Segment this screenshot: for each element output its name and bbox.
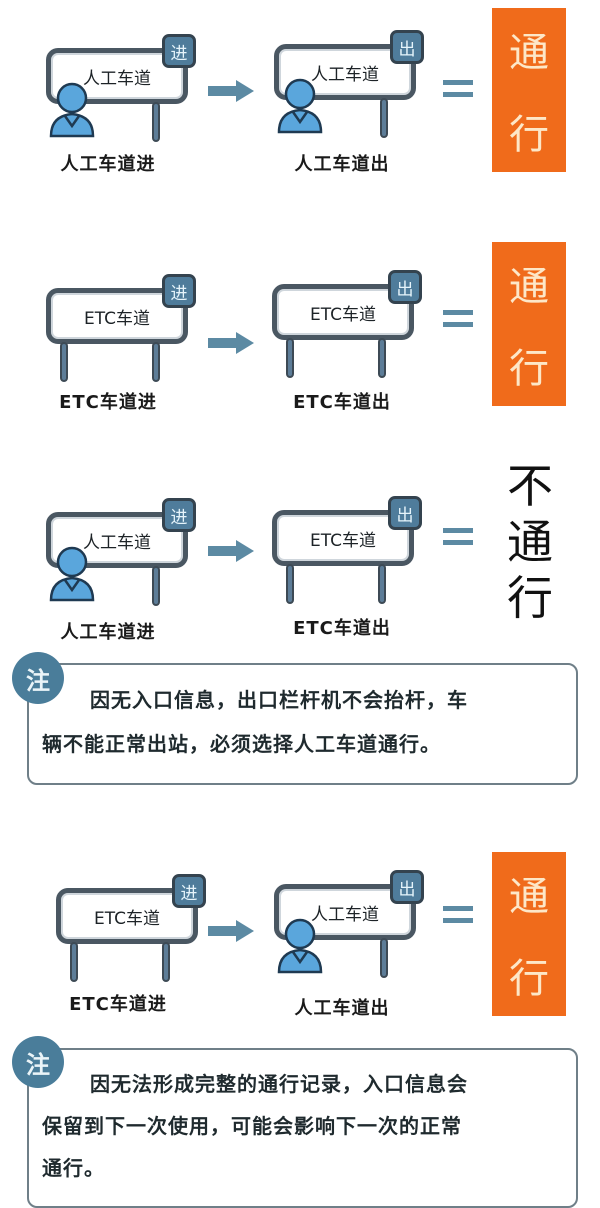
entry-sign-etc: ETC车道 进 — [46, 274, 196, 386]
exit-sign-etc: ETC车道 出 — [272, 496, 422, 608]
sign-pole — [380, 938, 388, 978]
sign-pole — [60, 342, 68, 382]
exit-sign-manual: 人工车道 出 — [274, 30, 424, 142]
note-icon: 注 — [12, 652, 64, 704]
sign-pole — [286, 338, 294, 378]
person-icon — [49, 546, 95, 602]
exit-sign-etc: ETC车道 出 — [272, 270, 422, 382]
result-pass: 通 行 — [492, 8, 566, 172]
sign-pole — [152, 566, 160, 606]
exit-badge: 出 — [388, 270, 422, 304]
result-char: 行 — [509, 112, 549, 158]
arrow-right-icon — [208, 332, 254, 354]
entry-badge: 进 — [162, 274, 196, 308]
sign-pole — [162, 942, 170, 982]
sign-text: ETC车道 — [310, 530, 376, 551]
person-icon — [277, 78, 323, 134]
note-box — [27, 663, 578, 785]
sign-pole — [378, 564, 386, 604]
arrow-right-icon — [208, 920, 254, 942]
sign-text: ETC车道 — [310, 304, 376, 325]
sign-text: 人工车道 — [83, 68, 151, 89]
sign-text: 人工车道 — [83, 532, 151, 553]
sign-text: ETC车道 — [84, 308, 150, 329]
exit-caption: ETC车道出 — [293, 392, 391, 413]
equals-sign — [443, 80, 473, 98]
note-text-line: 辆不能正常出站，必须选择人工车道通行。 — [42, 732, 441, 756]
result-char: 不 — [507, 459, 553, 513]
result-no-pass: 不 通 行 — [500, 458, 560, 626]
sign-pole — [152, 102, 160, 142]
equals-sign — [443, 310, 473, 328]
entry-caption: 人工车道进 — [60, 622, 156, 643]
note-text-line: 因无入口信息，出口栏杆机不会抬杆，车 — [90, 688, 468, 712]
sign-pole — [378, 338, 386, 378]
equals-sign — [443, 906, 473, 924]
exit-badge: 出 — [390, 30, 424, 64]
equals-sign — [443, 528, 473, 546]
sign-board — [46, 288, 188, 344]
result-char: 通 — [507, 515, 553, 569]
entry-caption: 人工车道进 — [60, 154, 156, 175]
note-text-line: 因无法形成完整的通行记录，入口信息会 — [90, 1072, 468, 1096]
result-char: 行 — [509, 956, 549, 1002]
entry-sign-etc: ETC车道 进 — [56, 874, 206, 986]
result-char: 通 — [509, 264, 549, 310]
sign-pole — [152, 342, 160, 382]
arrow-right-icon — [208, 540, 254, 562]
note-text-line: 保留到下一次使用，可能会影响下一次的正常 — [42, 1114, 462, 1138]
entry-sign-manual: 人工车道 进 — [46, 498, 196, 610]
entry-caption: ETC车道进 — [69, 994, 167, 1015]
sign-text: 人工车道 — [311, 64, 379, 85]
exit-caption: ETC车道出 — [293, 618, 391, 639]
sign-pole — [70, 942, 78, 982]
exit-caption: 人工车道出 — [294, 154, 390, 175]
sign-text: ETC车道 — [94, 908, 160, 929]
entry-caption: ETC车道进 — [59, 392, 157, 413]
exit-sign-manual: 人工车道 出 — [274, 870, 424, 982]
entry-badge: 进 — [162, 498, 196, 532]
note-text-line: 通行。 — [42, 1156, 105, 1180]
entry-sign-manual: 人工车道 进 — [46, 34, 196, 146]
result-char: 通 — [509, 874, 549, 920]
arrow-right-icon — [208, 80, 254, 102]
sign-pole — [286, 564, 294, 604]
entry-badge: 进 — [162, 34, 196, 68]
result-pass: 通 行 — [492, 242, 566, 406]
result-char: 行 — [507, 571, 553, 625]
exit-badge: 出 — [390, 870, 424, 904]
result-char: 行 — [509, 346, 549, 392]
exit-caption: 人工车道出 — [294, 998, 390, 1019]
note-icon: 注 — [12, 1036, 64, 1088]
person-icon — [277, 918, 323, 974]
exit-badge: 出 — [388, 496, 422, 530]
person-icon — [49, 82, 95, 138]
result-pass: 通 行 — [492, 852, 566, 1016]
sign-text: 人工车道 — [311, 904, 379, 925]
sign-pole — [380, 98, 388, 138]
entry-badge: 进 — [172, 874, 206, 908]
result-char: 通 — [509, 30, 549, 76]
sign-board — [56, 888, 198, 944]
